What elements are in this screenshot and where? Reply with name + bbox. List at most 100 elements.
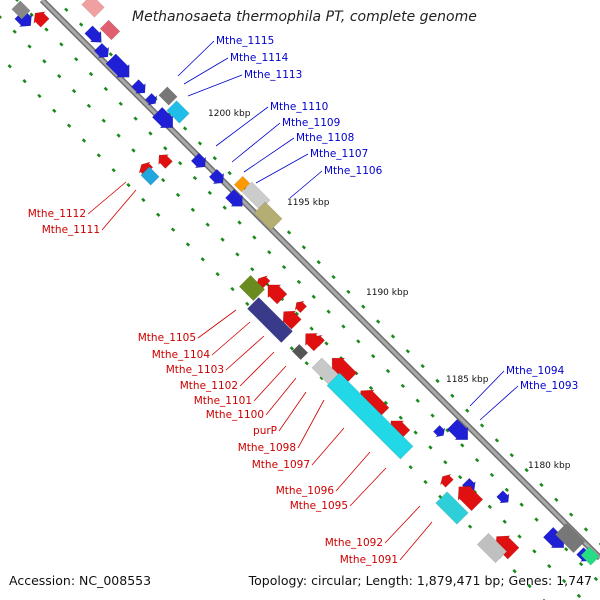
ruler-dot <box>561 578 567 584</box>
leader-line <box>183 57 229 85</box>
ruler-dot <box>385 368 391 374</box>
ruler-dot <box>509 453 514 458</box>
ruler-dot <box>281 264 287 270</box>
ruler-dot <box>200 257 205 262</box>
gene-label-reverse: Mthe_1091 <box>340 554 398 566</box>
leader-line <box>289 170 323 199</box>
ruler-dot <box>428 445 433 450</box>
leader-line <box>335 451 371 492</box>
gene-arrow <box>305 333 324 352</box>
ruler-dot <box>220 237 225 242</box>
ruler-dot <box>235 252 240 257</box>
leader-line <box>187 74 243 97</box>
gene-box <box>326 372 414 460</box>
ruler-dot <box>294 311 299 316</box>
gene-label-reverse: Mthe_1102 <box>180 380 238 392</box>
gene-box <box>554 522 586 554</box>
ruler-dot <box>413 430 418 435</box>
gene-label-reverse: Mthe_1112 <box>28 208 86 220</box>
genome-backbone-highlight <box>40 0 600 560</box>
ruler-dot <box>101 118 106 123</box>
gene-arrow <box>151 106 174 129</box>
ruler-dot <box>118 101 123 106</box>
gene-label-reverse: Mthe_1111 <box>42 224 100 236</box>
gene-label-reverse: Mthe_1092 <box>325 537 383 549</box>
ruler-dot <box>430 413 435 418</box>
ruler-dot <box>286 230 292 235</box>
gene-arrow <box>496 490 510 504</box>
ruler-dot <box>593 576 599 582</box>
ruler-dot <box>230 286 235 292</box>
gene-label-forward: Mthe_1093 <box>520 380 578 392</box>
ruler-dot <box>131 148 136 153</box>
ruler-dot <box>215 272 220 277</box>
kbp-tick-label: 1180 kbp <box>528 461 571 471</box>
ruler-dot <box>547 564 552 569</box>
ruler-dot <box>212 156 217 161</box>
leader-line <box>255 153 309 184</box>
ruler-dot <box>197 141 203 146</box>
ruler-dot <box>27 44 32 49</box>
ruler-dot <box>371 354 376 359</box>
leader-line <box>278 391 307 432</box>
gene-arrow <box>158 154 173 169</box>
ruler-dot <box>341 324 346 329</box>
gene-box <box>166 100 190 124</box>
ruler-dot <box>103 86 109 92</box>
ruler-dot <box>502 519 507 524</box>
gene-box <box>476 532 508 564</box>
ruler-dot <box>460 443 465 448</box>
gene-arrow <box>282 310 302 330</box>
ruler-dot <box>517 534 522 539</box>
ruler-dot <box>527 583 532 589</box>
ruler-dot <box>361 304 366 309</box>
leader-line <box>231 122 281 163</box>
ruler-dot <box>539 482 544 488</box>
leader-line <box>215 106 269 147</box>
ruler-dot <box>222 205 227 210</box>
ruler-dot <box>245 301 250 307</box>
ruler-dot <box>96 153 101 158</box>
ruler-dot <box>390 334 396 339</box>
ruler-dot <box>148 131 153 136</box>
gene-box <box>158 86 178 106</box>
leader-line <box>384 505 421 544</box>
ruler-dot <box>346 289 351 295</box>
gene-box <box>247 297 293 343</box>
gene-label-forward: Mthe_1107 <box>310 148 368 160</box>
ruler-dot <box>44 27 49 32</box>
ruler-dot <box>578 561 584 567</box>
ruler-dot <box>289 346 295 351</box>
gene-box <box>580 546 600 566</box>
ruler-dot <box>309 326 314 331</box>
ruler-dot <box>250 267 255 272</box>
gene-arrow <box>267 284 288 305</box>
gene-box <box>81 0 105 18</box>
ruler-dot <box>111 168 116 173</box>
gene-arrow <box>225 189 243 207</box>
gene-label-forward: Mthe_1108 <box>296 132 354 144</box>
gene-arrow <box>33 11 50 28</box>
ruler-dot <box>311 294 316 299</box>
kbp-tick-label: 1190 kbp <box>366 288 409 298</box>
gene-label-reverse: Mthe_1104 <box>152 349 211 361</box>
ruler-dot <box>489 472 495 478</box>
gene-arrow <box>208 168 225 185</box>
ruler-dot <box>37 93 42 99</box>
ruler-dot <box>524 467 529 473</box>
ruler-dot <box>126 182 131 188</box>
ruler-dot <box>408 465 413 470</box>
gene-box <box>238 274 266 302</box>
ruler-dot <box>78 22 84 27</box>
leader-line <box>469 370 505 407</box>
ruler-dot <box>296 279 302 285</box>
leader-line <box>211 321 251 356</box>
ruler-dot <box>29 12 34 17</box>
ruler-dot <box>12 29 17 34</box>
leader-line <box>177 40 215 77</box>
ruler-dot <box>66 123 72 128</box>
ruler-dot <box>569 512 574 517</box>
leader-line <box>87 181 127 215</box>
gene-arrow <box>131 79 146 94</box>
ruler-dot <box>398 415 403 420</box>
